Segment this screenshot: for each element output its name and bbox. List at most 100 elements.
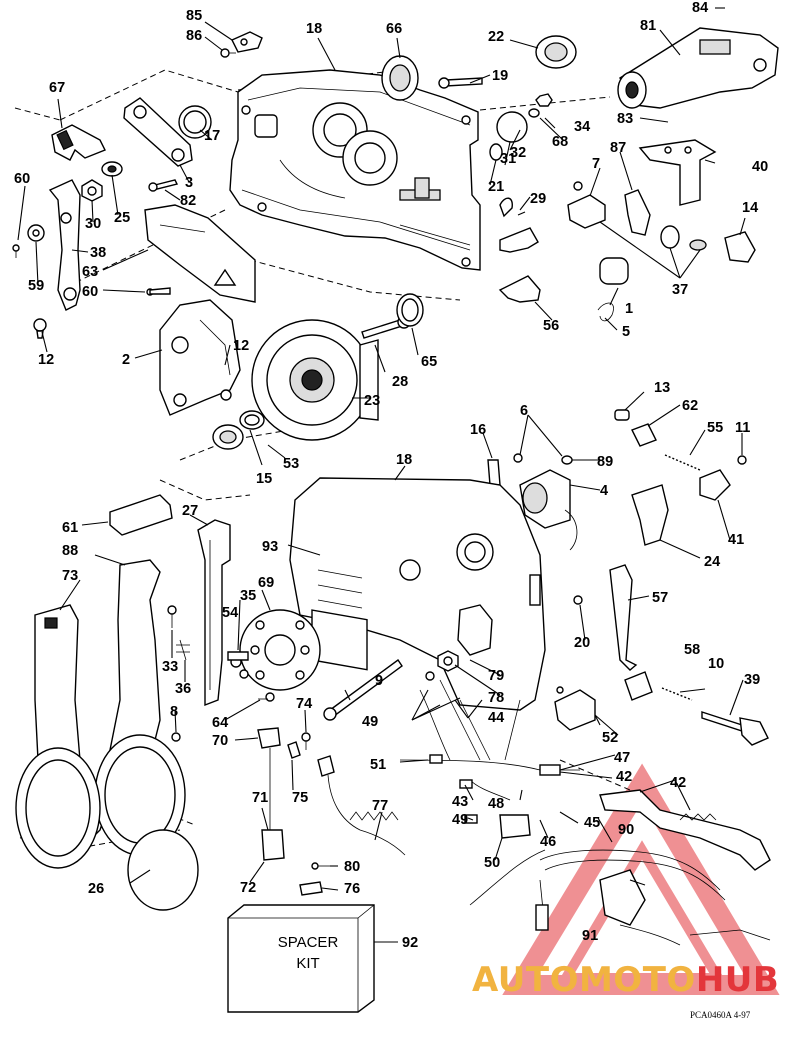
callout-85: 85: [186, 8, 202, 24]
spacer-kit-line-2: KIT: [296, 955, 320, 972]
callout-23: 23: [364, 393, 380, 409]
callout-46: 46: [540, 834, 556, 850]
right-middle-parts: [614, 409, 747, 546]
callout-2: 2: [122, 352, 130, 368]
callout-43: 43: [452, 794, 468, 810]
callout-13: 13: [654, 380, 670, 396]
callout-53: 53: [283, 456, 299, 472]
callout-7: 7: [592, 156, 600, 172]
callout-91: 91: [582, 928, 598, 944]
callout-14: 14: [742, 200, 758, 216]
callout-32: 32: [510, 145, 526, 161]
wiring-harness: [399, 671, 596, 839]
callout-12: 12: [38, 352, 54, 368]
callout-56: 56: [543, 318, 559, 334]
callout-42b: 42: [670, 775, 686, 791]
watermark-part-2: HUB: [695, 960, 780, 1000]
callout-87: 87: [610, 140, 626, 156]
right-lower-parts: [609, 564, 769, 746]
callout-75: 75: [292, 790, 308, 806]
part-3-link: [123, 97, 193, 167]
drawing-code: PCA0460A 4-97: [690, 1010, 751, 1020]
callout-93: 93: [262, 539, 278, 555]
part-42-cable: [599, 789, 771, 871]
part-18-upper-housing: [229, 69, 481, 271]
callout-28: 28: [392, 374, 408, 390]
callout-22: 22: [488, 29, 504, 45]
callout-1: 1: [625, 301, 633, 317]
part-38-shift-lever: [27, 179, 81, 311]
callout-34: 34: [574, 119, 590, 135]
callout-8: 8: [170, 704, 178, 720]
callout-35: 35: [240, 588, 256, 604]
callout-62: 62: [682, 398, 698, 414]
callout-74: 74: [296, 696, 312, 712]
callout-88: 88: [62, 543, 78, 559]
callout-79: 79: [488, 668, 504, 684]
right-upper-parts: [567, 181, 756, 322]
callout-60: 60: [14, 171, 30, 187]
callout-61: 61: [62, 520, 78, 536]
callout-19: 19: [492, 68, 508, 84]
callout-17: 17: [204, 128, 220, 144]
parts-16-4: [487, 453, 578, 551]
upper-center-parts: [381, 35, 577, 303]
callout-50: 50: [484, 855, 500, 871]
part-26-disc: [127, 829, 199, 911]
callout-49: 49: [362, 714, 378, 730]
callout-67: 67: [49, 80, 65, 96]
callout-52: 52: [602, 730, 618, 746]
callout-78: 78: [488, 690, 504, 706]
callout-81: 81: [640, 18, 656, 34]
callout-64: 64: [212, 715, 228, 731]
callout-48: 48: [488, 796, 504, 812]
callout-numbers: 85 86 18 66 22 19 81 84 83 67 60 17 3 82…: [14, 0, 768, 951]
callout-18: 18: [306, 21, 322, 37]
callout-63: 63: [82, 264, 98, 280]
callout-39: 39: [744, 672, 760, 688]
part-23-gear: [251, 319, 379, 441]
callout-68: 68: [552, 134, 568, 150]
callout-82: 82: [180, 193, 196, 209]
part-18-lower-cover: [289, 477, 583, 711]
callout-84: 84: [692, 0, 708, 16]
callout-33: 33: [162, 659, 178, 675]
callout-92: 92: [402, 935, 418, 951]
callout-70: 70: [212, 733, 228, 749]
part-85-bracket: [220, 31, 263, 58]
callout-38: 38: [90, 245, 106, 261]
callout-89: 89: [597, 454, 613, 470]
part-9-long-bolt: [323, 659, 403, 721]
callout-86: 86: [186, 28, 202, 44]
callout-41: 41: [728, 532, 744, 548]
callout-76: 76: [344, 881, 360, 897]
callout-3: 3: [185, 175, 193, 191]
part-73-handle: [15, 604, 101, 869]
watermark-part-1: AUTOMOTO: [472, 960, 696, 1000]
part-80-76-screws: [299, 862, 330, 896]
callout-65: 65: [421, 354, 437, 370]
part-65-ring: [396, 293, 424, 327]
callout-9: 9: [375, 673, 383, 689]
part-67-lever-arm: [51, 124, 106, 161]
callout-26: 26: [88, 881, 104, 897]
callout-21: 21: [488, 179, 504, 195]
callout-4: 4: [600, 483, 608, 499]
part-88-handle-arm: [89, 559, 186, 856]
callout-10: 10: [708, 656, 724, 672]
callout-37: 37: [672, 282, 688, 298]
callout-90: 90: [618, 822, 634, 838]
spacer-kit-label: SPACER KIT: [248, 932, 368, 974]
part-61-cover: [109, 494, 173, 536]
callout-44: 44: [488, 710, 504, 726]
callout-71: 71: [252, 790, 268, 806]
spacer-kit-line-1: SPACER: [277, 934, 339, 951]
callout-40: 40: [752, 159, 768, 175]
part-15-and-53-bushings: [212, 410, 265, 450]
callout-18b: 18: [396, 452, 412, 468]
callout-20: 20: [574, 635, 590, 651]
callout-73: 73: [62, 568, 78, 584]
callout-80: 80: [344, 859, 360, 875]
